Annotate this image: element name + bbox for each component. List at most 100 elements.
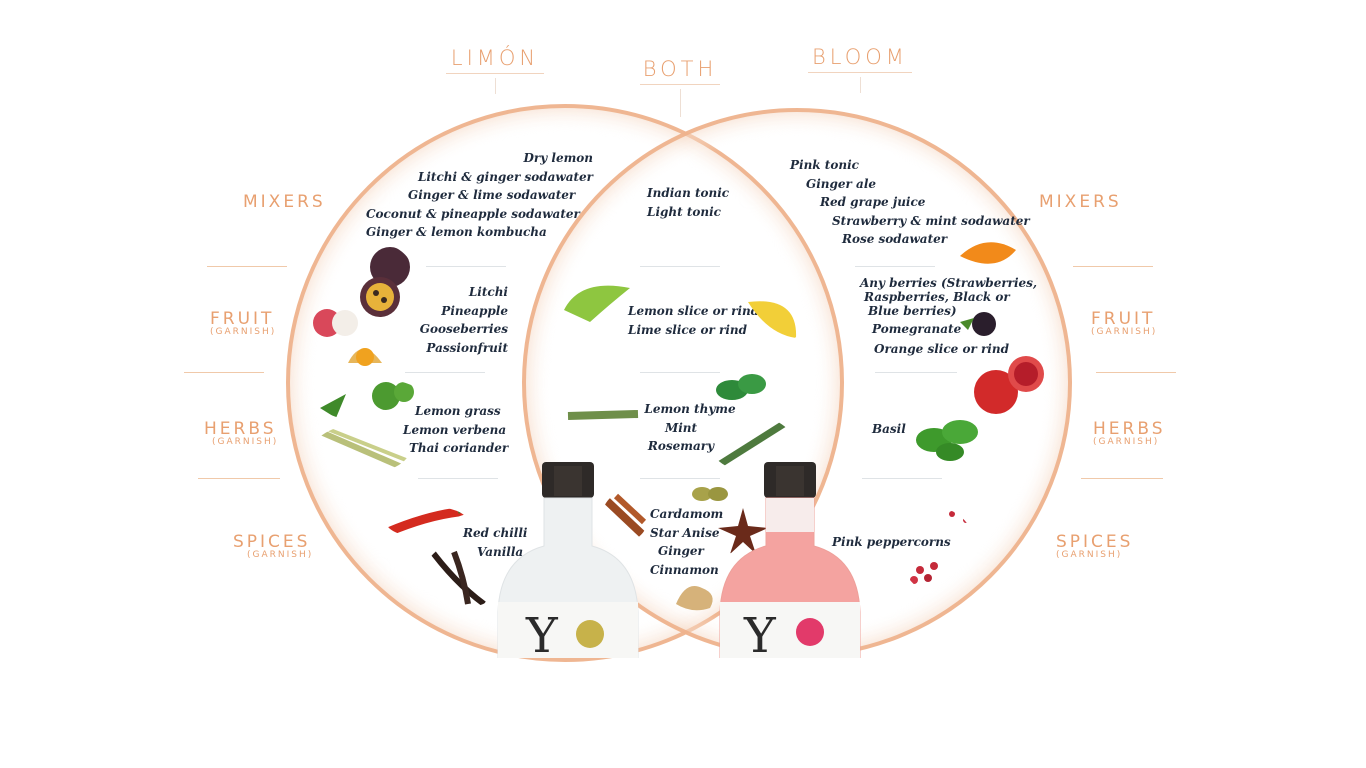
list-item: Lemon grass xyxy=(415,404,501,418)
list-item: Litchi & ginger sodawater xyxy=(417,169,593,184)
list-item: Lemon thyme xyxy=(644,402,736,416)
category-herbs-right: HERBS (GARNISH) xyxy=(1093,419,1166,447)
both-herbs-list: Lemon thyme Mint Rosemary xyxy=(640,400,740,456)
divider xyxy=(405,372,485,373)
list-item: Lemon verbena xyxy=(403,422,507,437)
svg-text:Y: Y xyxy=(525,608,559,658)
list-item: Basil xyxy=(872,422,906,436)
divider xyxy=(198,478,280,479)
list-item: Litchi xyxy=(468,285,508,299)
star-anise-icon xyxy=(718,508,768,554)
vanilla-icon xyxy=(425,544,486,607)
category-fruit-right: FRUIT (GARNISH) xyxy=(1091,309,1158,337)
lime-peel-icon xyxy=(564,285,630,322)
header-limon: LIMÓN xyxy=(446,46,544,94)
divider xyxy=(207,266,287,267)
divider xyxy=(855,266,935,267)
header-bloom: BLOOM xyxy=(808,45,912,93)
divider xyxy=(418,478,498,479)
list-item: Rose sodawater xyxy=(842,232,948,246)
both-mixers-list: Indian tonic Light tonic xyxy=(647,184,729,221)
list-item: Mint xyxy=(664,420,698,435)
ginger-root-icon xyxy=(676,586,713,611)
divider xyxy=(184,372,264,373)
list-item: Pink peppercorns xyxy=(832,535,951,549)
list-item: Light tonic xyxy=(647,204,721,219)
peppercorn-icon xyxy=(910,511,969,584)
category-fruit-left: FRUIT (GARNISH) xyxy=(210,309,277,337)
pomegranate-icon xyxy=(974,356,1044,414)
list-item: Red chilli xyxy=(463,526,528,540)
limon-spices-list: Red chilli Vanilla xyxy=(463,524,527,561)
list-item: Thai coriander xyxy=(409,441,509,455)
chilli-icon xyxy=(386,506,468,537)
limon-herbs-list: Lemon grass Lemon verbena Thai coriander xyxy=(403,402,508,458)
list-item: Any berries (Strawberries, xyxy=(860,276,1038,290)
category-herbs-left: HERBS (GARNISH) xyxy=(204,419,279,447)
lychee-icon xyxy=(313,309,358,337)
blackberry-icon xyxy=(960,312,996,336)
mint-icon xyxy=(716,374,766,400)
list-item: Pomegranate xyxy=(872,322,962,336)
thyme-icon xyxy=(567,410,639,420)
divider xyxy=(640,266,720,267)
list-item: Ginger ale xyxy=(806,176,877,191)
list-item: Ginger xyxy=(658,544,704,558)
lemongrass-icon xyxy=(314,424,407,471)
list-item: Rosemary xyxy=(647,439,715,453)
lemon-peel-icon xyxy=(748,301,797,338)
header-both: BOTH xyxy=(640,57,720,117)
list-item: Cinnamon xyxy=(650,562,719,577)
passionfruit-icon xyxy=(360,247,410,317)
divider xyxy=(640,478,720,479)
category-mixers-left: MIXERS xyxy=(243,192,326,212)
divider xyxy=(875,372,957,373)
divider xyxy=(426,266,506,267)
list-item: Vanilla xyxy=(477,544,524,559)
divider xyxy=(1081,478,1163,479)
divider xyxy=(640,372,720,373)
list-item: Dry lemon xyxy=(523,151,594,165)
list-item: Blue berries) xyxy=(868,304,957,318)
list-item: Pink tonic xyxy=(790,158,859,172)
both-fruit-list: Lemon slice or rind Lime slice or rind xyxy=(628,302,759,339)
bloom-herbs-list: Basil xyxy=(872,420,906,439)
list-item: Lime slice or rind xyxy=(628,322,747,337)
gooseberry-icon xyxy=(348,348,382,366)
limon-mixers-list: Dry lemon Litchi & ginger sodawater xyxy=(418,149,593,186)
list-item: Indian tonic xyxy=(647,186,730,200)
limon-fruit-list: Litchi Pineapple Gooseberries Passionfru… xyxy=(420,283,508,357)
bloom-fruit-list: Any berries (Strawberries, Raspberries, … xyxy=(860,276,1037,356)
list-item: Raspberries, Black or xyxy=(864,290,1010,304)
rosemary-icon xyxy=(712,417,792,471)
cinnamon-icon xyxy=(603,493,647,537)
list-item: Cardamom xyxy=(650,507,724,521)
bloom-mixers-list: Pink tonic Ginger ale Red grape juice St… xyxy=(790,156,1030,249)
bloom-bottle-icon: Y xyxy=(719,462,861,658)
list-item: Ginger & lime sodawater xyxy=(408,188,576,202)
cardamom-icon xyxy=(692,487,728,501)
list-item: Lemon slice or rind xyxy=(628,304,760,318)
list-item: Coconut & pineapple sodawater xyxy=(366,206,580,221)
divider xyxy=(1073,266,1153,267)
both-spices-list: Cardamom Star Anise Ginger Cinnamon xyxy=(650,505,723,579)
list-item: Ginger & lemon kombucha xyxy=(366,225,547,239)
basil-icon xyxy=(916,420,978,461)
list-item: Passionfruit xyxy=(426,340,508,355)
svg-text:Y: Y xyxy=(743,608,777,658)
list-item: Star Anise xyxy=(650,525,720,540)
list-item: Red grape juice xyxy=(820,195,926,209)
list-item: Gooseberries xyxy=(419,322,508,336)
list-item: Pineapple xyxy=(441,303,508,318)
category-spices-left: SPICES (GARNISH) xyxy=(233,532,314,560)
category-spices-right: SPICES (GARNISH) xyxy=(1056,532,1134,560)
bloom-spices-list: Pink peppercorns xyxy=(832,533,951,552)
limon-mixers-list-2: Ginger & lime sodawater Coconut & pineap… xyxy=(366,186,580,242)
limon-bottle-icon: Y xyxy=(497,462,639,658)
list-item: Strawberry & mint sodawater xyxy=(832,213,1030,228)
herb-bunch-icon xyxy=(320,382,414,418)
divider xyxy=(862,478,942,479)
divider xyxy=(1096,372,1176,373)
list-item: Orange slice or rind xyxy=(874,342,1009,356)
